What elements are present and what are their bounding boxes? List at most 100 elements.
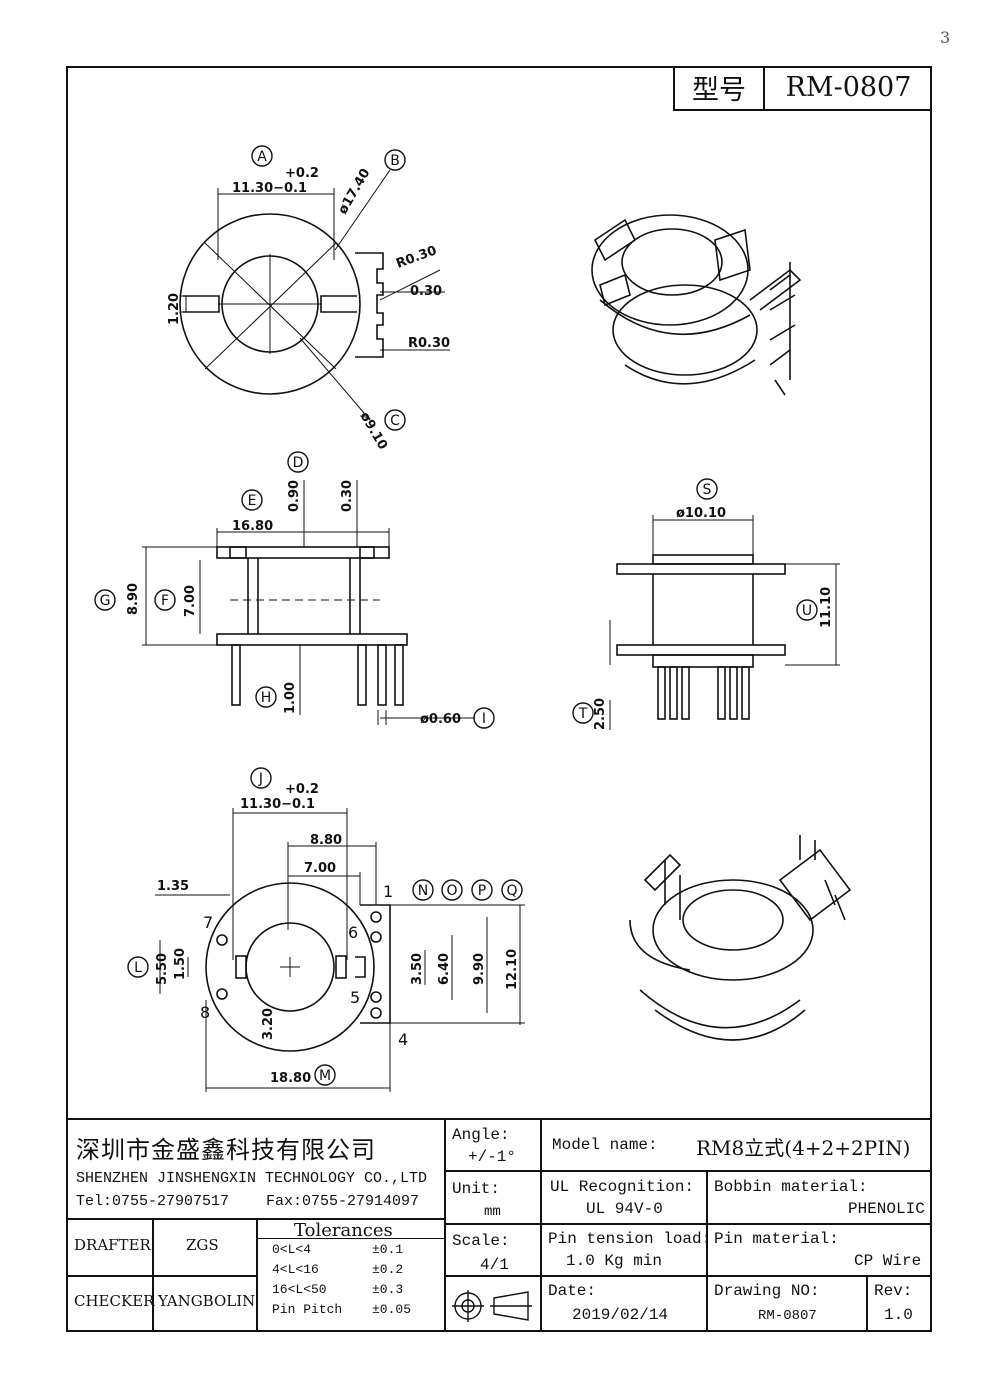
dim-11-30-a: 11.30−0.1 — [232, 181, 307, 196]
pin-material-label: Pin material: — [714, 1230, 839, 1248]
pin-label-1: 1 — [383, 882, 393, 901]
scale-label: Scale: — [452, 1232, 510, 1250]
iso-view-bottom — [629, 835, 852, 1041]
front-view — [609, 515, 840, 730]
dim-16-80: 16.80 — [232, 519, 273, 534]
model-title-box: 型号 RM-0807 — [673, 66, 932, 111]
rev-value: 1.0 — [884, 1306, 913, 1324]
pin-label-8: 8 — [200, 1003, 210, 1022]
balloon-q: Q — [506, 883, 517, 899]
dim-100: 1.00 — [283, 682, 298, 714]
tol-range-3: Pin Pitch — [272, 1302, 343, 1317]
dim-11-30-j: 11.30−0.1 — [240, 797, 315, 812]
dim-d17-40: ø17.40 — [335, 166, 373, 217]
dim-640: 6.40 — [437, 953, 452, 985]
projection-symbol-icon — [452, 1290, 532, 1322]
date-value: 2019/02/14 — [572, 1306, 669, 1324]
balloon-o: O — [446, 883, 457, 899]
balloon-p: P — [478, 883, 486, 899]
company-fax: Fax:0755-27914097 — [266, 1193, 420, 1210]
pin-label-7: 7 — [203, 913, 213, 932]
corner-mark: 3 — [940, 28, 951, 47]
balloon-s: S — [703, 482, 712, 498]
dim-120: 1.20 — [167, 293, 182, 325]
angle-value: +/-1° — [468, 1148, 517, 1166]
company-name-en: SHENZHEN JINSHENGXIN TECHNOLOGY CO.,LTD — [76, 1170, 428, 1187]
ul-value: UL 94V-0 — [586, 1200, 663, 1218]
dim-700-b: 7.00 — [304, 861, 336, 876]
balloon-l: L — [134, 960, 142, 976]
dim-250: 2.50 — [593, 698, 608, 730]
bottom-view — [155, 808, 525, 1092]
dim-350: 3.50 — [410, 953, 425, 985]
dim-550: 5.50 — [155, 953, 170, 985]
angle-label: Angle: — [452, 1126, 510, 1144]
checker-label: CHECKER — [74, 1292, 155, 1310]
balloon-e: E — [248, 493, 257, 509]
rev-label: Rev: — [874, 1282, 913, 1300]
dim-d0-60: ø0.60 — [420, 712, 461, 727]
drawing-no-label: Drawing NO: — [714, 1282, 820, 1300]
drafter-label: DRAFTER — [74, 1236, 151, 1254]
unit-value: mm — [484, 1204, 501, 1220]
title-block: 深圳市金盛鑫科技有限公司 SHENZHEN JINSHENGXIN TECHNO… — [66, 1118, 932, 1332]
drawing-frame — [66, 66, 932, 1332]
model-name-label: Model name: — [552, 1136, 658, 1154]
tol-value-1: ±0.2 — [372, 1262, 404, 1277]
balloon-a: A — [257, 149, 267, 165]
technical-drawing: A B C D E F G H I J L M N O P Q S T U +0… — [94, 145, 852, 1092]
model-label: 型号 — [675, 66, 765, 109]
dim-12-10: 12.10 — [505, 949, 520, 990]
dim-135: 1.35 — [157, 879, 189, 894]
dim-320: 3.20 — [261, 1008, 276, 1040]
dim-090: 0.90 — [287, 480, 302, 512]
tol-value-0: ±0.1 — [372, 1242, 404, 1257]
pin-label-6: 6 — [348, 923, 358, 942]
tol-value-2: ±0.3 — [372, 1282, 404, 1297]
balloon-u: U — [802, 603, 812, 619]
tol-range-1: 4<L<16 — [272, 1262, 319, 1277]
balloon-d: D — [293, 455, 304, 471]
balloon-b: B — [390, 153, 400, 169]
dim-11-10: 11.10 — [819, 587, 834, 628]
dim-d9-10: ø9.10 — [357, 410, 390, 453]
model-number: RM-0807 — [785, 72, 912, 103]
dim-030-side: 0.30 — [340, 480, 355, 512]
drawing-no-value: RM-0807 — [758, 1308, 817, 1324]
tol-range-2: 16<L<50 — [272, 1282, 327, 1297]
checker-name: YANGBOLIN — [158, 1292, 256, 1310]
balloon-g: G — [100, 593, 111, 609]
tol-value-3: ±0.05 — [372, 1302, 412, 1317]
top-view — [179, 169, 450, 421]
tol-range-0: 0<L<4 — [272, 1242, 312, 1257]
bobbin-value: PHENOLIC — [848, 1200, 925, 1218]
bobbin-label: Bobbin material: — [714, 1178, 868, 1196]
pin-tension-label: Pin tension load: — [548, 1230, 712, 1248]
tolerances-title: Tolerances — [294, 1220, 393, 1241]
pin-label-5: 5 — [350, 988, 360, 1007]
pin-label-4: 4 — [398, 1030, 408, 1049]
dim-tol-plus-a: +0.2 — [285, 166, 319, 181]
balloon-c: C — [390, 413, 400, 429]
balloon-n: N — [418, 883, 428, 899]
ul-label: UL Recognition: — [550, 1178, 695, 1196]
balloon-h: H — [261, 690, 272, 706]
date-label: Date: — [548, 1282, 597, 1300]
dim-990: 9.90 — [472, 953, 487, 985]
side-view — [142, 480, 475, 725]
pin-tension-value: 1.0 Kg min — [566, 1252, 663, 1270]
dim-700: 7.00 — [183, 585, 198, 617]
dim-d10-10: ø10.10 — [676, 506, 726, 521]
scale-value: 4/1 — [480, 1256, 509, 1274]
balloon-t: T — [578, 706, 588, 722]
dim-18-80: 18.80 — [270, 1071, 311, 1086]
dim-150: 1.50 — [173, 948, 188, 980]
iso-view-top — [591, 214, 802, 396]
balloon-f: F — [161, 593, 169, 609]
balloon-i: I — [482, 711, 486, 727]
dim-890: 8.90 — [126, 583, 141, 615]
dim-880: 8.80 — [310, 833, 342, 848]
dim-r030-b: R0.30 — [408, 336, 450, 351]
balloon-m: M — [319, 1068, 331, 1084]
balloon-j: J — [258, 771, 263, 787]
